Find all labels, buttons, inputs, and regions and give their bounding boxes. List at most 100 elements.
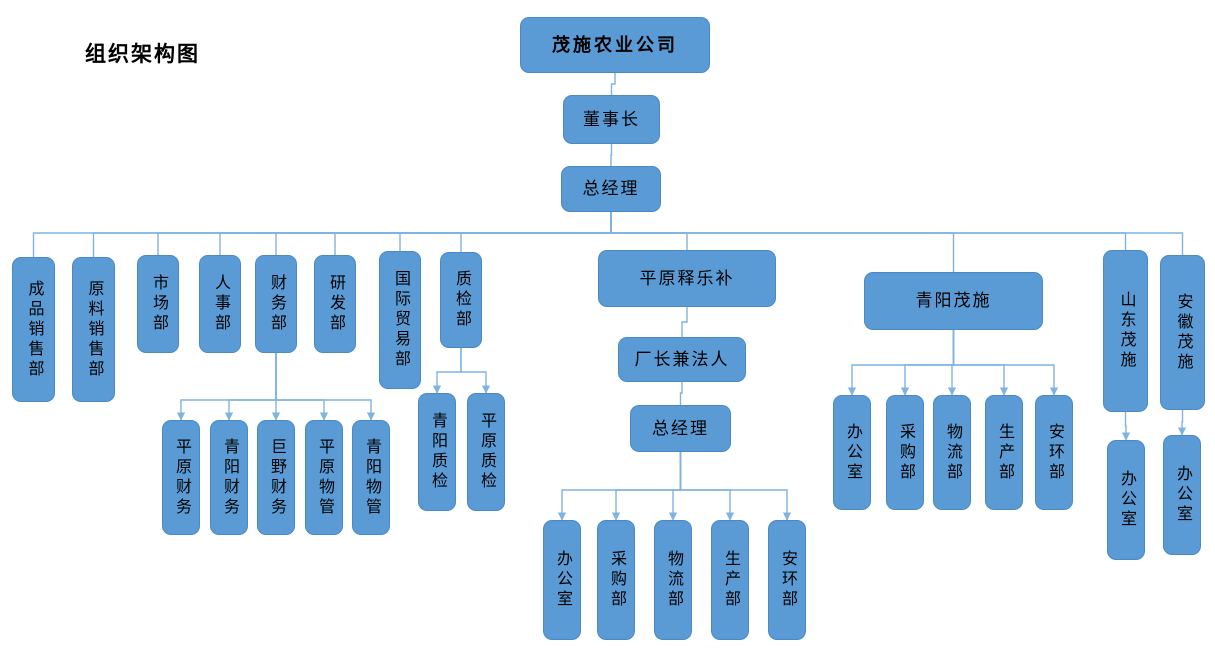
org-node-label: 总经理 xyxy=(582,179,640,199)
org-node-label: 平原物管 xyxy=(316,437,333,518)
org-node-label: 办公室 xyxy=(554,550,571,610)
org-node-label: 平原财务 xyxy=(173,437,190,518)
connector-gm2-m_ahb xyxy=(679,452,792,521)
org-node-changzhang: 厂长兼法人 xyxy=(618,337,746,382)
org-node-gm2: 总经理 xyxy=(630,405,731,452)
org-node-py_wg: 平原物管 xyxy=(305,420,343,535)
connector-gm-pingyuan xyxy=(610,212,688,250)
org-node-m_cgb: 采购部 xyxy=(597,520,635,640)
org-node-q_ahb: 安环部 xyxy=(1035,395,1073,510)
connector-gm-yuanliao xyxy=(92,212,612,257)
org-node-caiwu: 财务部 xyxy=(255,255,297,353)
connector-qingyang-q_ahb xyxy=(952,330,1059,396)
org-node-qy_wg: 青阳物管 xyxy=(352,420,390,535)
org-node-qingyang: 青阳茂施 xyxy=(864,272,1043,330)
org-node-label: 青阳财务 xyxy=(221,437,238,518)
org-node-chengpin: 成品销售部 xyxy=(12,257,55,402)
org-node-label: 成品销售部 xyxy=(25,279,43,380)
org-node-label: 办公室 xyxy=(1118,470,1135,530)
org-node-label: 董事长 xyxy=(583,109,640,129)
org-node-label: 青阳质检 xyxy=(429,412,446,492)
org-node-label: 巨野财务 xyxy=(268,437,285,518)
connector-qingyang-q_scb xyxy=(952,330,1009,396)
connector-caiwu-qy_cw xyxy=(224,353,277,421)
org-node-m_scb: 生产部 xyxy=(711,520,749,640)
org-node-label: 青阳茂施 xyxy=(915,291,992,311)
org-node-zhijian: 质检部 xyxy=(440,252,482,348)
org-node-m_ahb: 安环部 xyxy=(768,520,806,640)
connector-qingyang-q_cgb xyxy=(900,330,955,396)
connector-caiwu-py_wg xyxy=(275,353,329,421)
connector-gm2-m_cgb xyxy=(611,452,682,521)
org-node-label: 市场部 xyxy=(150,274,167,334)
connector-gm-chengpin xyxy=(32,212,612,257)
org-node-m_bgs: 办公室 xyxy=(543,520,581,640)
org-node-label: 人事部 xyxy=(212,274,229,334)
org-node-pingyuan: 平原释乐补 xyxy=(598,250,776,307)
org-node-label: 山东茂施 xyxy=(1117,291,1135,371)
org-node-label: 安环部 xyxy=(1046,422,1063,483)
org-node-m_wlb: 物流部 xyxy=(654,520,692,640)
connector-qingyang-q_bgs xyxy=(847,330,955,396)
org-node-guomao: 国际贸易部 xyxy=(379,251,421,389)
org-node-label: 原料销售部 xyxy=(85,279,103,380)
org-node-q_cgb: 采购部 xyxy=(886,395,924,510)
org-node-label: 办公室 xyxy=(1174,465,1191,525)
org-node-label: 安环部 xyxy=(779,550,796,610)
org-node-shichang: 市场部 xyxy=(137,255,179,353)
connector-shandong-sd_bgs xyxy=(1121,412,1131,441)
connector-gm-shandong xyxy=(610,212,1127,250)
org-node-root: 茂施农业公司 xyxy=(520,17,710,73)
org-node-label: 生产部 xyxy=(996,422,1013,483)
org-node-label: 厂长兼法人 xyxy=(634,349,730,369)
org-node-q_wlb: 物流部 xyxy=(933,395,971,510)
connector-zhijian-qy_zj xyxy=(432,348,462,394)
connector-zhijian-py_zj xyxy=(460,348,491,394)
connector-caiwu-qy_wg xyxy=(275,353,376,421)
org-node-label: 采购部 xyxy=(897,422,914,483)
connector-gm-zhijian xyxy=(460,212,612,252)
org-node-label: 财务部 xyxy=(268,274,285,334)
org-node-label: 研发部 xyxy=(327,274,344,334)
connector-gm-guomao xyxy=(399,212,612,251)
org-node-py_zj: 平原质检 xyxy=(467,393,505,511)
org-node-label: 安徽茂施 xyxy=(1174,292,1192,373)
org-node-qy_cw: 青阳财务 xyxy=(210,420,248,535)
org-node-label: 办公室 xyxy=(844,422,861,483)
org-node-chairman: 董事长 xyxy=(563,95,660,144)
org-node-sd_bgs: 办公室 xyxy=(1107,440,1145,560)
org-node-label: 总经理 xyxy=(652,418,709,438)
org-node-label: 国际贸易部 xyxy=(392,270,409,370)
org-node-label: 平原释乐补 xyxy=(639,268,735,288)
connector-gm-anhui xyxy=(610,212,1184,255)
org-node-jy_cw: 巨野财务 xyxy=(257,420,295,535)
org-node-ah_bgs: 办公室 xyxy=(1163,435,1201,555)
connector-pingyuan-changzhang xyxy=(681,307,688,337)
page-title: 组织架构图 xyxy=(85,43,200,66)
org-node-label: 物流部 xyxy=(944,422,961,483)
connector-gm2-m_scb xyxy=(679,452,735,521)
connector-gm2-m_wlb xyxy=(668,452,682,521)
org-node-py_cw: 平原财务 xyxy=(162,420,200,535)
connector-changzhang-gm2 xyxy=(679,382,683,405)
org-node-gm: 总经理 xyxy=(561,166,661,212)
org-node-shandong: 山东茂施 xyxy=(1103,250,1148,412)
org-node-q_scb: 生产部 xyxy=(985,395,1023,510)
org-node-label: 采购部 xyxy=(608,550,625,610)
org-node-label: 物流部 xyxy=(665,550,682,610)
org-node-qy_zj: 青阳质检 xyxy=(418,393,456,511)
org-node-label: 青阳物管 xyxy=(363,437,380,518)
org-node-label: 生产部 xyxy=(722,550,739,610)
org-node-yanfa: 研发部 xyxy=(314,255,356,353)
connector-anhui-ah_bgs xyxy=(1177,410,1187,436)
org-node-label: 茂施农业公司 xyxy=(552,34,678,55)
connector-chairman-gm xyxy=(610,144,613,166)
org-node-q_bgs: 办公室 xyxy=(833,395,871,510)
org-node-label: 质检部 xyxy=(453,270,470,330)
org-node-renshi: 人事部 xyxy=(199,255,241,353)
org-node-yuanliao: 原料销售部 xyxy=(72,257,115,402)
connector-gm2-m_bgs xyxy=(557,452,682,521)
org-node-label: 平原质检 xyxy=(478,412,495,492)
